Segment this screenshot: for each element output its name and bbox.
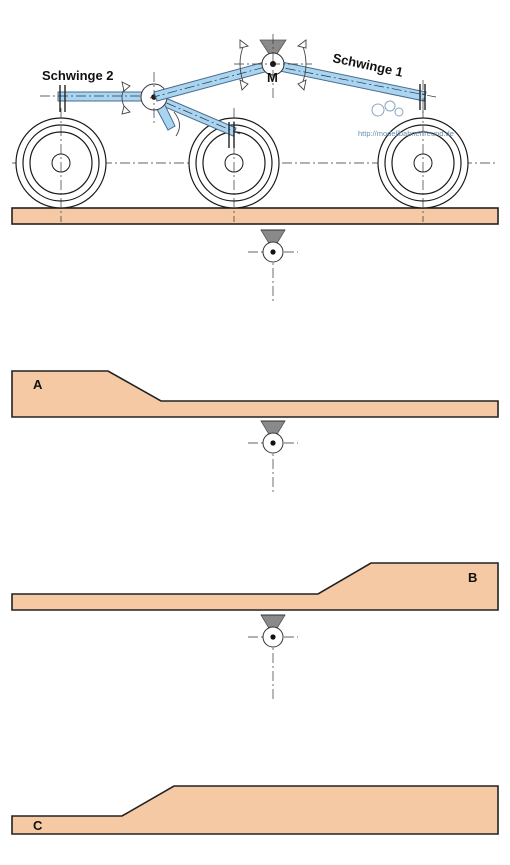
panel-flat-ground: Schwinge 2 Schwinge 1 M http://modellbah… <box>11 34 499 225</box>
ground-step-up-b <box>11 562 499 611</box>
pivot-reference-2 <box>248 420 298 495</box>
label-schwinge-2: Schwinge 2 <box>42 68 114 83</box>
pivot-reference-1 <box>248 229 298 302</box>
label-terrain-b: B <box>468 570 477 585</box>
schwinge-2-arm <box>40 72 241 148</box>
wheel-right <box>377 108 469 222</box>
main-pivot-m <box>234 34 312 100</box>
label-pivot-m: M <box>267 70 278 85</box>
ground-step-up-c <box>11 785 499 835</box>
ground-step-down-a <box>11 370 499 418</box>
schwinge-1-arm <box>149 59 437 116</box>
pivot-reference-3 <box>248 614 298 700</box>
label-terrain-a: A <box>33 377 43 392</box>
ground-flat <box>11 207 499 225</box>
panel-terrain-a: A <box>11 370 499 418</box>
watermark-logo <box>371 100 404 117</box>
panel-terrain-c: C <box>11 785 499 835</box>
label-terrain-c: C <box>33 818 43 833</box>
watermark-url: http://modellbahnerfreund.de <box>358 129 454 138</box>
wheel-left <box>15 108 107 222</box>
panel-terrain-b: B <box>11 562 499 611</box>
